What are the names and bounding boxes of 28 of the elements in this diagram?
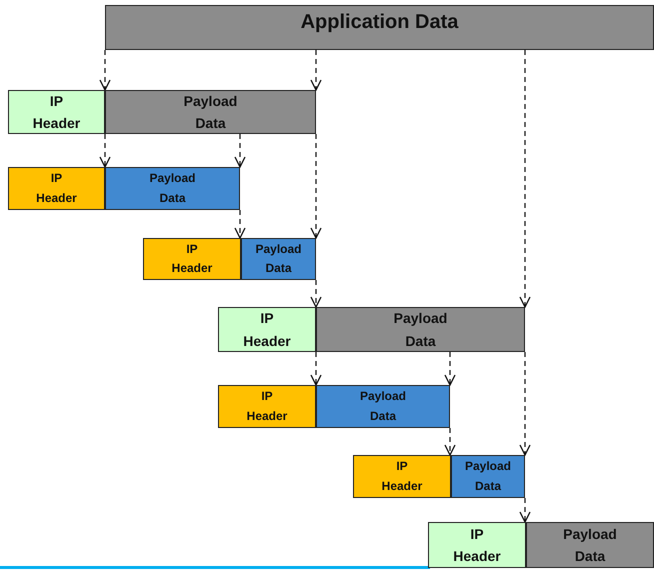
dashed-arrow [310, 280, 322, 308]
payload-block: Payload Data [241, 238, 316, 280]
dashed-arrow [310, 134, 322, 239]
dashed-arrow [310, 352, 322, 386]
header-block: IP Header [353, 455, 451, 498]
dashed-arrow [310, 50, 322, 91]
payload-block: Payload Data [105, 167, 240, 210]
header-block: IP Header [143, 238, 241, 280]
header-block: IP Header [428, 522, 526, 568]
header-block: IP Header [218, 307, 316, 352]
payload-block: Payload Data [105, 90, 316, 134]
payload-block: Payload Data [526, 522, 654, 568]
dashed-arrow [444, 352, 456, 386]
payload-block: Payload Data [316, 385, 450, 428]
dashed-arrow [234, 134, 246, 168]
header-block: IP Header [8, 167, 105, 210]
dashed-arrow [234, 210, 246, 239]
dashed-arrow [519, 498, 531, 523]
header-block: IP Header [8, 90, 105, 134]
dashed-arrow [99, 50, 111, 91]
dashed-arrow [99, 134, 111, 168]
data-block: Application Data [105, 5, 654, 50]
header-block: IP Header [218, 385, 316, 428]
dashed-arrow [519, 50, 531, 308]
dashed-arrow [519, 352, 531, 456]
payload-block: Payload Data [316, 307, 525, 352]
dashed-arrow [444, 428, 456, 456]
payload-block: Payload Data [451, 455, 525, 498]
